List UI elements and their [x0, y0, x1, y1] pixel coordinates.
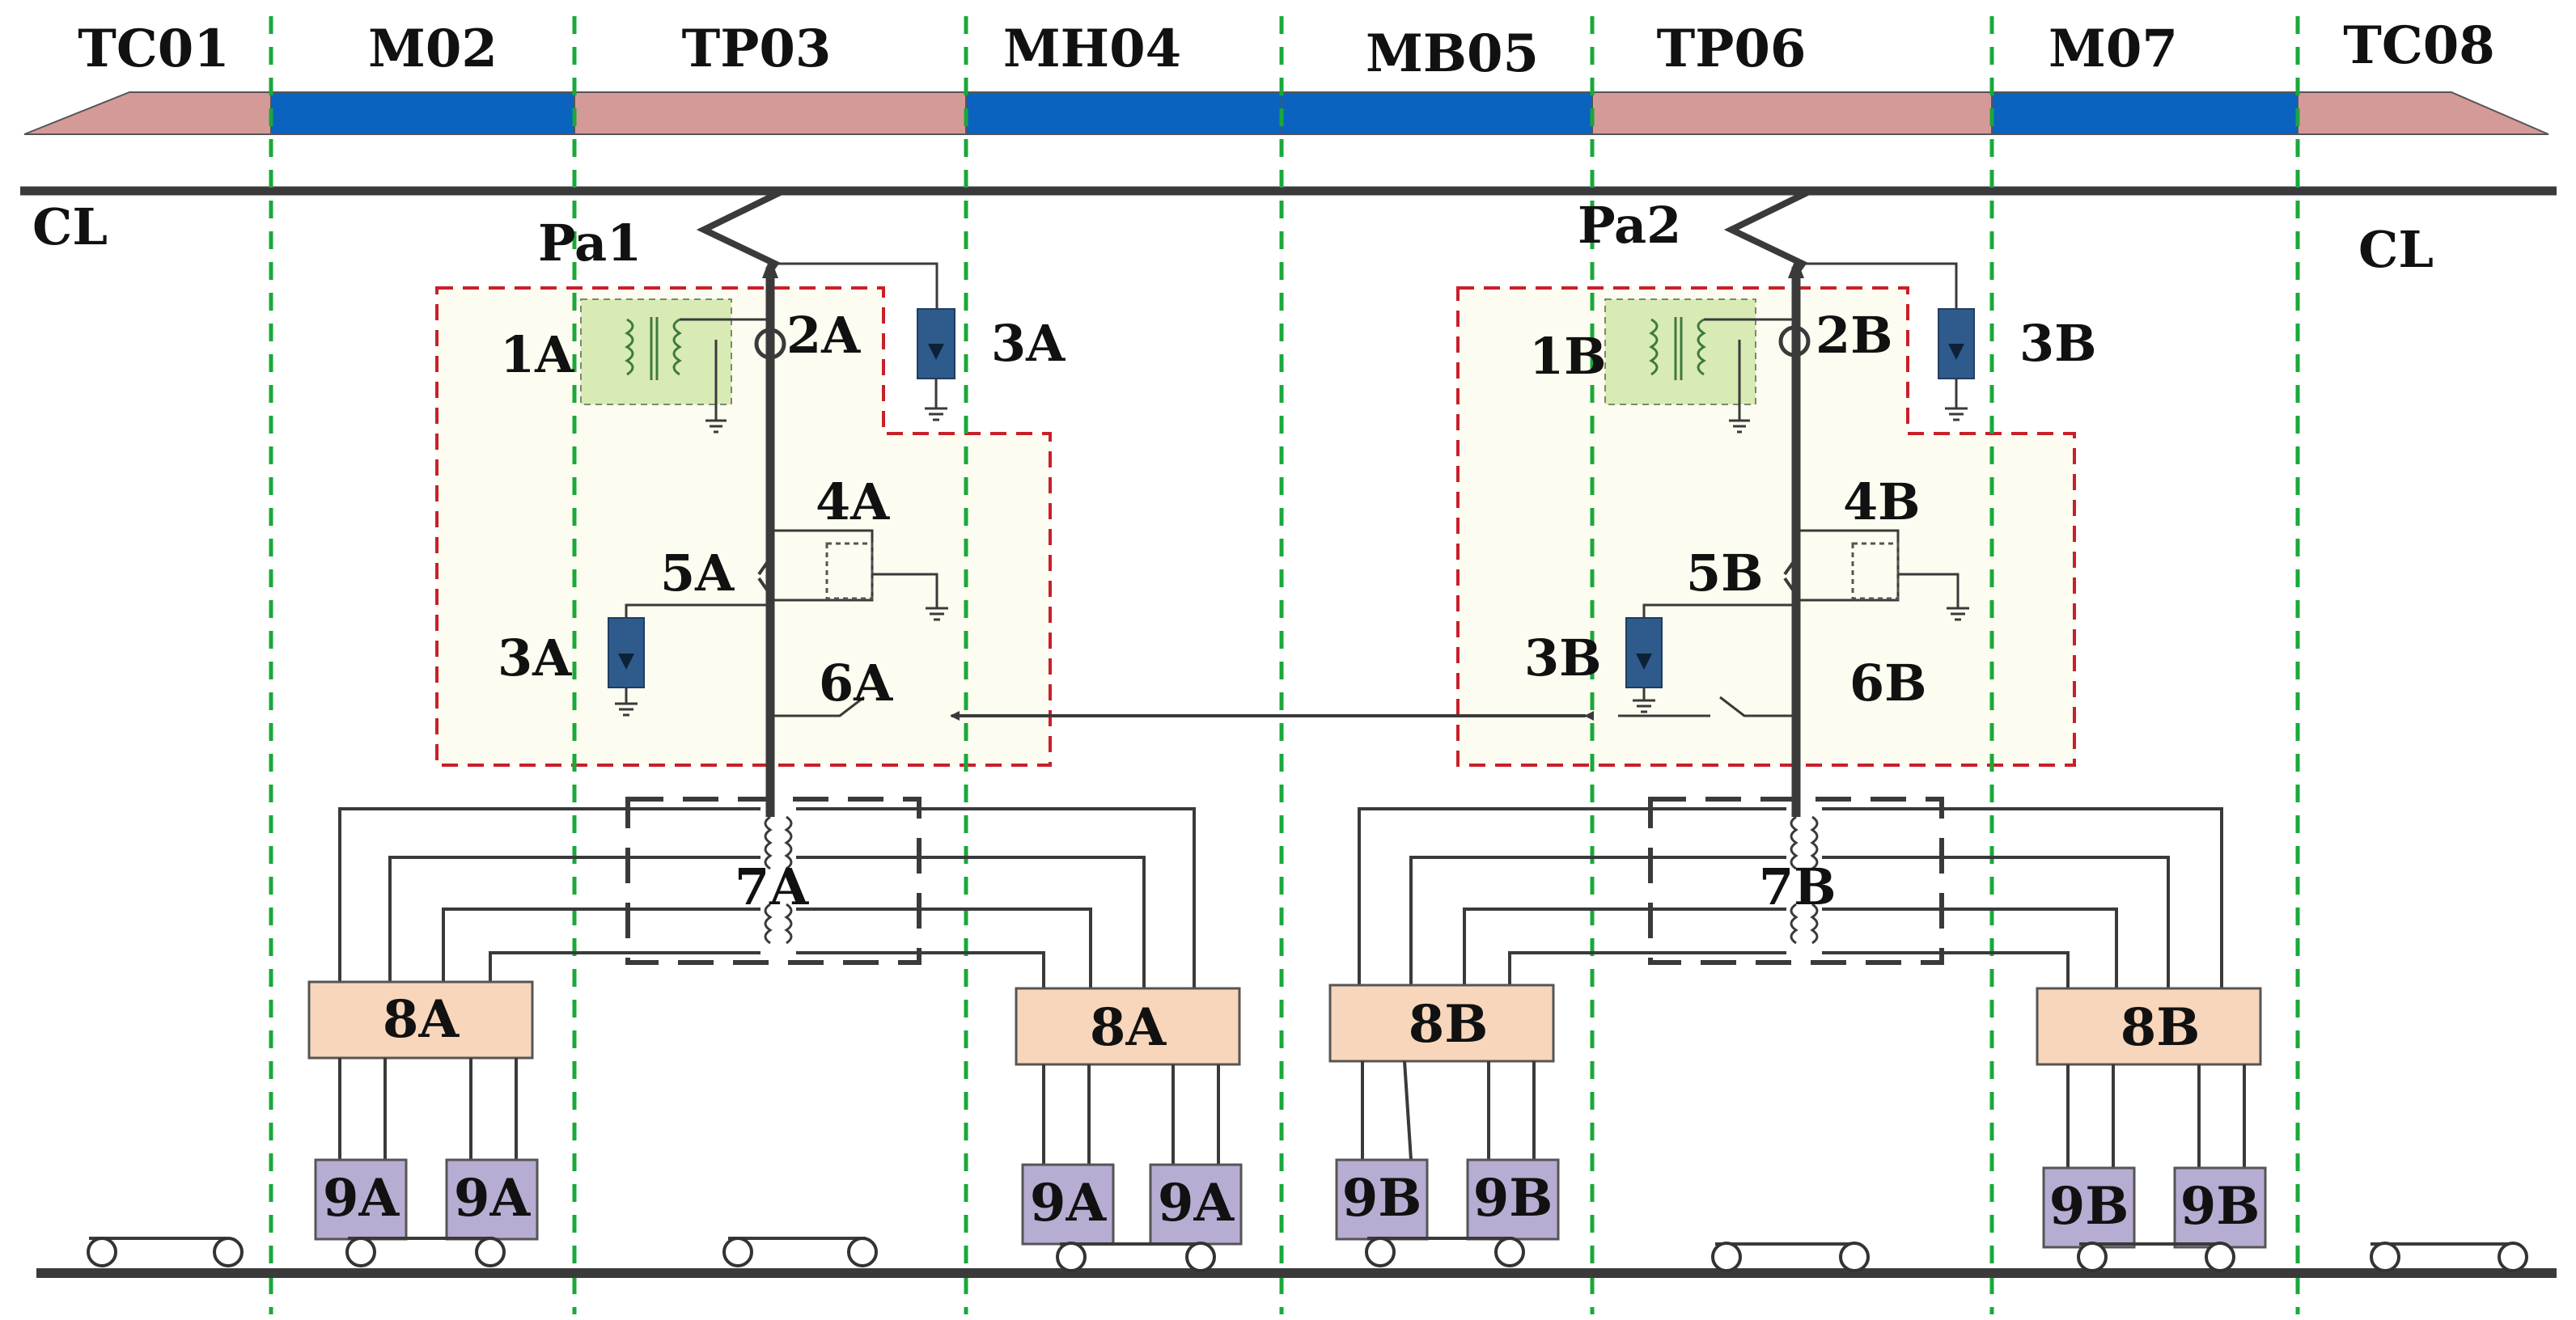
- label-8a-left: 8A: [383, 989, 460, 1050]
- label-9b-4: 9B: [2180, 1176, 2260, 1237]
- traction-motor-box: [1021, 1163, 1115, 1246]
- train-consist-bar: [23, 91, 2549, 135]
- label-2a: 2A: [786, 306, 861, 365]
- bogie-icon: [1056, 1242, 1216, 1272]
- label-6a: 6A: [819, 654, 893, 713]
- label-5a: 5A: [660, 544, 735, 603]
- label-6b: 6B: [1849, 654, 1927, 713]
- car-segment-tp03: [574, 91, 967, 135]
- car-segment-tc01: [23, 91, 272, 135]
- traction-converter-box: [2036, 987, 2262, 1066]
- surge-arrester-icon: [608, 617, 645, 688]
- bogie-icon: [722, 1237, 878, 1267]
- bogie-icon: [345, 1237, 506, 1267]
- car-label-mh04: MH04: [1003, 19, 1181, 79]
- label-3b-bottom: 3B: [1524, 628, 1602, 688]
- label-9b-2: 9B: [1473, 1168, 1553, 1229]
- traction-motor-box: [1335, 1158, 1429, 1241]
- main-transformer-icon: [625, 797, 922, 965]
- traction-motor-box: [445, 1158, 539, 1241]
- unit-b: Pa2 3B 1B 2B 4B 5B 3B 6B: [1328, 189, 2267, 1249]
- label-9a-1: 9A: [323, 1168, 400, 1229]
- label-9b-3: 9B: [2049, 1176, 2129, 1237]
- bogie-icon: [2077, 1242, 2235, 1272]
- car-label-tc01: TC01: [78, 19, 230, 79]
- label-1b: 1B: [1529, 327, 1607, 386]
- car-segment-m02: [270, 91, 575, 135]
- label-7a: 7A: [735, 857, 809, 916]
- label-3a-top: 3A: [991, 314, 1066, 373]
- car-label-m02: M02: [368, 19, 498, 79]
- car-segment-mh04: [965, 91, 1282, 135]
- label-1a: 1A: [500, 325, 574, 384]
- car-segment-m07: [1991, 91, 2298, 135]
- pantograph-label-pa2: Pa2: [1578, 196, 1681, 255]
- label-7b: 7B: [1759, 857, 1837, 916]
- current-sensor-icon: [1778, 325, 1811, 358]
- bogie-icon: [1711, 1242, 1870, 1272]
- traction-converter-box: [1015, 987, 1241, 1066]
- earthing-switch-icon: [825, 542, 874, 600]
- unit-a: Pa1 3A 1A 2A 4A 5A: [307, 189, 1243, 1246]
- car-segment-mb05: [1281, 91, 1593, 135]
- bogie-icon: [1365, 1237, 1525, 1267]
- label-3a-bottom: 3A: [498, 628, 572, 688]
- car-label-tc08: TC08: [2343, 15, 2495, 76]
- pantograph-label-pa1: Pa1: [538, 214, 642, 273]
- label-8a-right: 8A: [1090, 997, 1167, 1058]
- traction-motor-box: [2042, 1166, 2136, 1249]
- catenary-label-left: CL: [32, 197, 108, 256]
- label-8b-right: 8B: [2121, 997, 2201, 1058]
- car-label-tp06: TP06: [1657, 19, 1807, 79]
- catenary-label-right: CL: [2358, 220, 2434, 279]
- label-5b: 5B: [1686, 544, 1764, 603]
- current-sensor-icon: [754, 328, 786, 360]
- label-9b-1: 9B: [1342, 1168, 1422, 1229]
- unit-a-hv-enclosure: [435, 286, 1052, 767]
- label-9a-2: 9A: [454, 1168, 532, 1229]
- car-label-m07: M07: [2049, 19, 2178, 79]
- bogie-icon: [2370, 1242, 2528, 1272]
- label-9a-4: 9A: [1158, 1173, 1235, 1233]
- car-divider-lines: [269, 16, 2300, 1314]
- bogie-icon: [87, 1237, 244, 1267]
- car-label-tp03: TP03: [682, 19, 832, 79]
- traction-motor-box: [314, 1158, 408, 1241]
- unit-b-hv-enclosure: [1456, 286, 2076, 767]
- car-segment-tp06: [1591, 91, 1993, 135]
- main-transformer-icon: [1648, 797, 1944, 965]
- car-label-mb05: MB05: [1366, 23, 1539, 84]
- traction-converter-box: [307, 980, 534, 1060]
- label-4b: 4B: [1843, 472, 1921, 531]
- traction-converter-box: [1328, 984, 1555, 1063]
- car-segment-tc08: [2297, 91, 2549, 135]
- traction-motor-box: [2173, 1166, 2267, 1249]
- label-3b-top: 3B: [2019, 314, 2097, 373]
- earthing-switch-icon: [1851, 542, 1900, 600]
- bogies: [87, 1237, 2528, 1272]
- label-9a-3: 9A: [1030, 1173, 1108, 1233]
- label-8b-left: 8B: [1409, 994, 1489, 1055]
- surge-arrester-icon: [1625, 617, 1663, 688]
- label-2b: 2B: [1815, 306, 1893, 365]
- surge-arrester-icon: [1938, 308, 1975, 379]
- traction-motor-box: [1149, 1163, 1243, 1246]
- label-4a: 4A: [816, 472, 890, 531]
